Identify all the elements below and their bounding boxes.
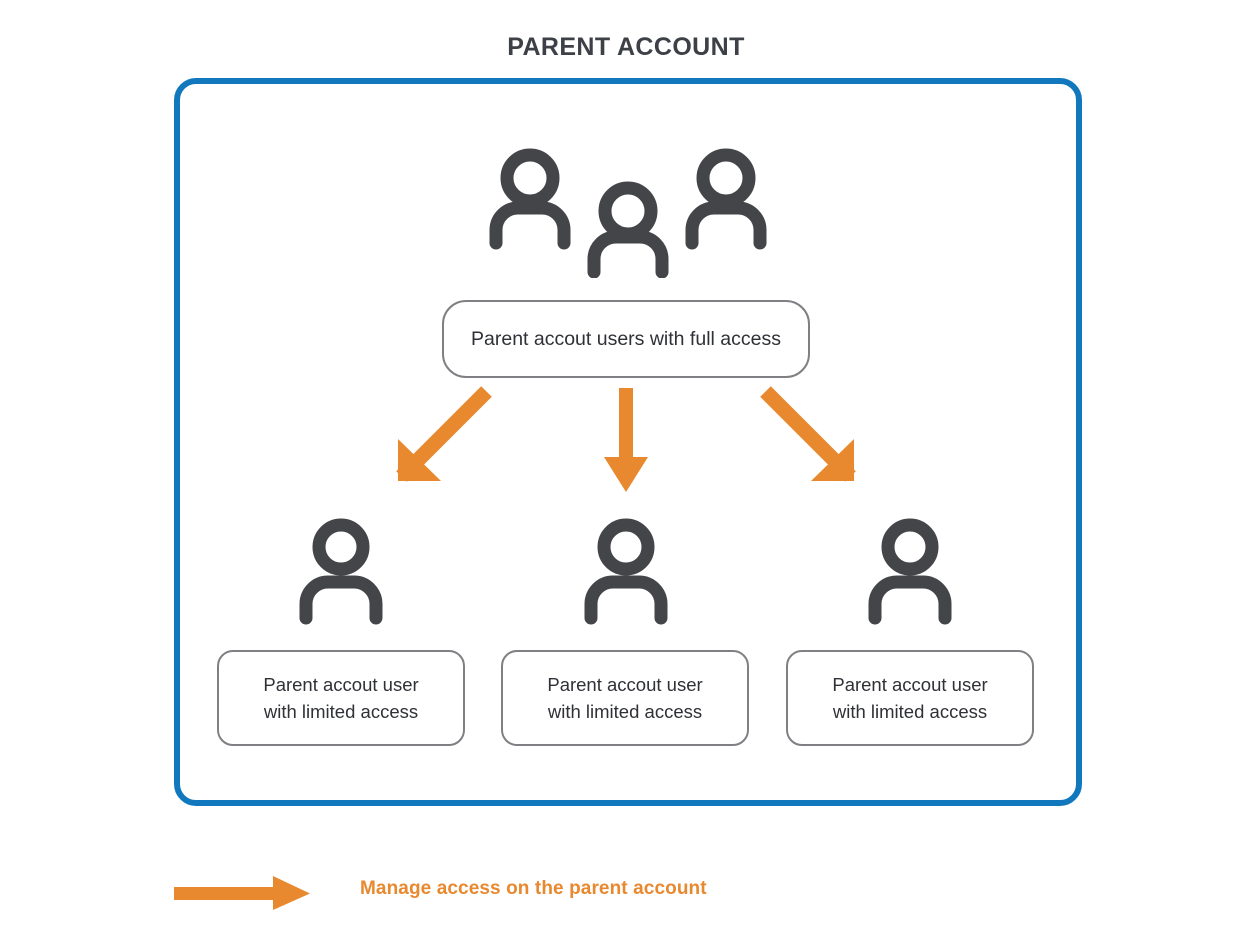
page-title: PARENT ACCOUNT (507, 33, 745, 61)
legend-label: Manage access on the parent account (360, 878, 707, 899)
person-icon (575, 518, 677, 628)
person-icon (290, 518, 392, 628)
limited-access-label-box: Parent accout user with limited access (786, 650, 1034, 746)
limited-access-label-line2: with limited access (832, 701, 988, 722)
legend: Manage access on the parent account (174, 868, 874, 918)
limited-access-label-line1: Parent accout user (547, 674, 703, 695)
person-icon (859, 518, 961, 628)
limited-access-label-box: Parent accout user with limited access (217, 650, 465, 746)
full-access-label-text: Parent accout users with full access (471, 328, 781, 350)
limited-access-label-line2: with limited access (263, 701, 419, 722)
full-access-label-box: Parent accout users with full access (442, 300, 810, 378)
users-group-icon (486, 148, 770, 279)
limited-access-label-line1: Parent accout user (263, 674, 419, 695)
limited-access-label-line1: Parent accout user (832, 674, 988, 695)
arrow-right-icon (174, 876, 310, 910)
limited-access-label-box: Parent accout user with limited access (501, 650, 749, 746)
limited-access-label-line2: with limited access (547, 701, 703, 722)
